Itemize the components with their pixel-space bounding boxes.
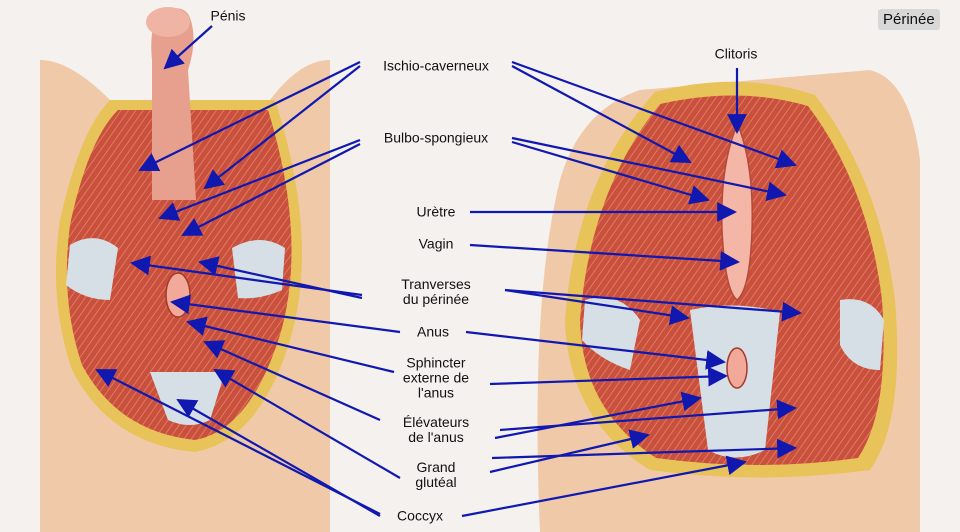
arrow-sphincter-male bbox=[186, 316, 395, 374]
male-left-tendon bbox=[66, 238, 118, 300]
male-anus bbox=[165, 272, 191, 318]
arrow-transverses-male-2 bbox=[198, 256, 363, 300]
diagram-title: Périnée bbox=[878, 9, 940, 30]
penis-glans bbox=[146, 7, 190, 37]
arrow-bulbo-male-2 bbox=[181, 143, 361, 236]
arrow-penis bbox=[163, 25, 213, 70]
label-coccyx: Coccyx bbox=[397, 507, 443, 524]
arrow-bulbo-female-2 bbox=[511, 136, 787, 202]
label-anus: Anus bbox=[417, 323, 449, 340]
arrow-elevateurs-male bbox=[203, 340, 381, 422]
arrow-fessier-male bbox=[213, 369, 401, 479]
male-right-tendon bbox=[232, 240, 285, 299]
label-penis: Pénis bbox=[210, 7, 246, 24]
arrow-coccyx-male-2 bbox=[176, 399, 381, 517]
arrow-elevateurs-female-1 bbox=[494, 391, 702, 440]
female-anus bbox=[726, 347, 748, 389]
male-coccyx bbox=[150, 372, 225, 425]
arrow-ischio-female-1 bbox=[511, 65, 692, 163]
arrow-ischio-male-1 bbox=[138, 61, 361, 172]
arrow-bulbo-female-1 bbox=[511, 140, 710, 205]
label-sphincter: Sphincter externe de l'anus bbox=[402, 354, 470, 401]
female-left-tendon bbox=[582, 297, 640, 370]
arrow-vagin bbox=[469, 243, 740, 271]
label-clitoris: Clitoris bbox=[714, 45, 758, 62]
label-transverses: Tranverses du périnée bbox=[401, 276, 471, 307]
arrow-transverses-female-2 bbox=[504, 288, 802, 322]
penis-shape bbox=[151, 8, 196, 201]
arrow-anus-male bbox=[170, 294, 401, 334]
label-ischio-caverneux: Ischio-caverneux bbox=[383, 57, 489, 74]
arrow-elevateurs-female-2 bbox=[499, 399, 797, 432]
arrow-coccyx-female bbox=[461, 455, 747, 518]
label-grand-gluteal: Grand glutéal bbox=[415, 459, 457, 490]
arrows bbox=[95, 25, 802, 518]
arrow-ischio-female-2 bbox=[511, 60, 797, 169]
label-elevateurs: Élévateurs de l'anus bbox=[402, 414, 470, 445]
female-right-tendon bbox=[840, 299, 884, 370]
arrow-sphincter-female bbox=[489, 366, 728, 387]
arrow-anus-female bbox=[465, 330, 726, 370]
arrow-fessier-female-2 bbox=[491, 438, 797, 460]
arrow-transverses-female-1 bbox=[504, 288, 690, 326]
arrow-bulbo-male-1 bbox=[158, 138, 361, 221]
arrow-fessier-female-1 bbox=[489, 429, 650, 474]
label-bulbo-spongieux: Bulbo-spongieux bbox=[383, 129, 489, 146]
arrow-ischio-male-2 bbox=[203, 65, 361, 190]
label-vagin: Vagin bbox=[418, 235, 454, 252]
female-perineum bbox=[537, 70, 920, 532]
label-uretre: Urètre bbox=[416, 203, 456, 220]
